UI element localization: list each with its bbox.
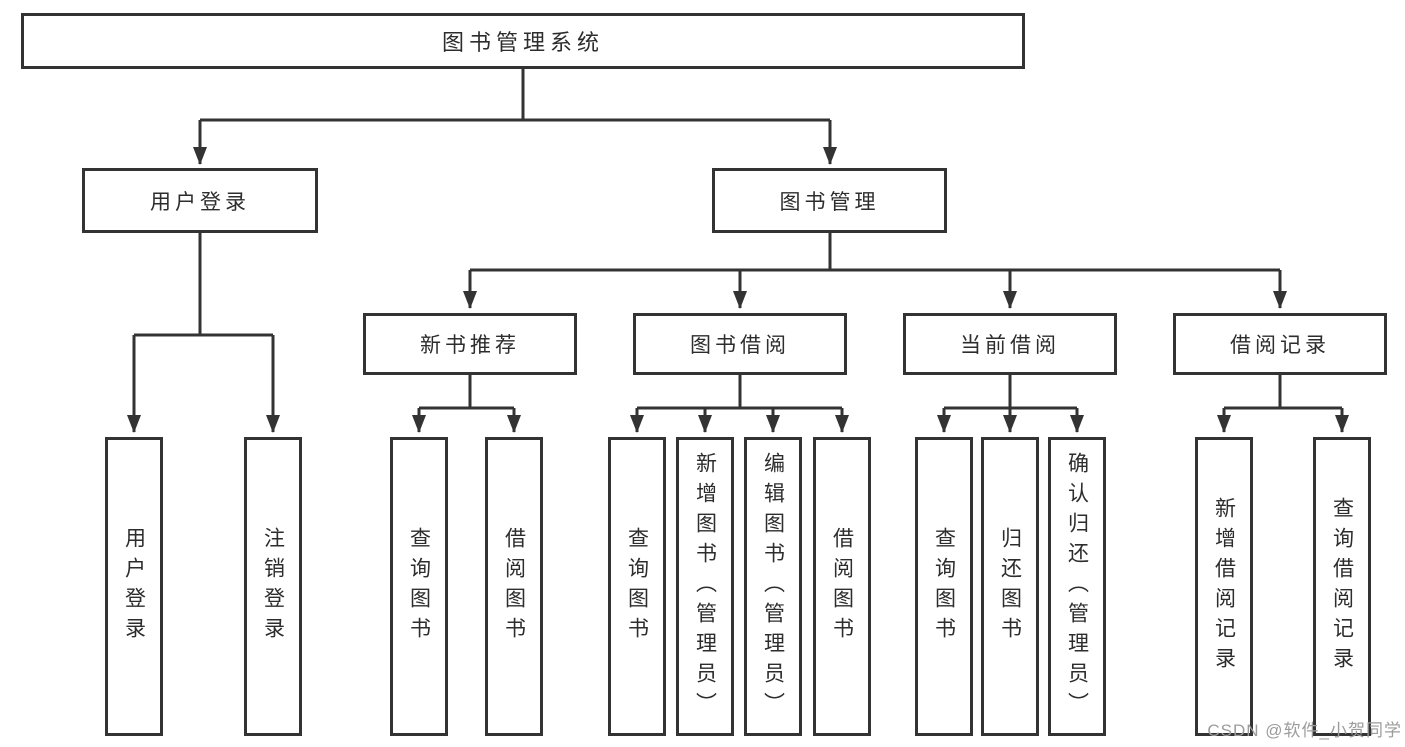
node-book-management: 图书管理 [712,168,947,233]
node-borrowing-records: 借阅记录 [1173,313,1387,375]
leaf-user-login: 用户登录 [105,437,163,736]
node-user-login: 用户登录 [82,168,318,233]
leaf-query-books-borrowing: 查询图书 [608,437,666,736]
leaf-confirm-return-admin: 确认归还（管理员） [1048,437,1106,736]
leaf-label: 注销登录 [261,526,285,647]
leaf-edit-book-admin: 编辑图书（管理员） [744,437,802,736]
leaf-label: 查询图书 [932,526,956,647]
arrow-lines [127,120,1349,433]
leaf-query-borrow-record: 查询借阅记录 [1313,437,1371,736]
leaf-label: 归还图书 [998,526,1022,647]
leaf-label: 编辑图书（管理员） [761,451,785,722]
leaf-borrow-books-borrowing: 借阅图书 [813,437,871,736]
node-current-borrowing: 当前借阅 [903,313,1117,375]
csdn-watermark: CSDN @软件_小贺同学 [1207,721,1402,740]
trunk-lines [134,69,1342,410]
leaf-label: 确认归还（管理员） [1065,451,1089,722]
leaf-query-books-current: 查询图书 [915,437,973,736]
leaf-label: 用户登录 [122,526,146,647]
leaf-logout: 注销登录 [244,437,302,736]
leaf-label: 查询借阅记录 [1330,496,1354,677]
leaf-label: 新增借阅记录 [1212,496,1236,677]
node-new-book-recommend: 新书推荐 [363,313,577,375]
leaf-return-book: 归还图书 [981,437,1039,736]
leaf-borrow-books-recommend: 借阅图书 [485,437,543,736]
leaf-label: 查询图书 [625,526,649,647]
leaf-query-books-recommend: 查询图书 [390,437,448,736]
leaf-label: 查询图书 [407,526,431,647]
leaf-add-borrow-record: 新增借阅记录 [1195,437,1253,736]
leaf-label: 新增图书（管理员） [693,451,717,722]
leaf-label: 借阅图书 [830,526,854,647]
node-root: 图书管理系统 [21,13,1025,69]
node-book-borrowing: 图书借阅 [633,313,847,375]
leaf-label: 借阅图书 [502,526,526,647]
leaf-add-book-admin: 新增图书（管理员） [676,437,734,736]
